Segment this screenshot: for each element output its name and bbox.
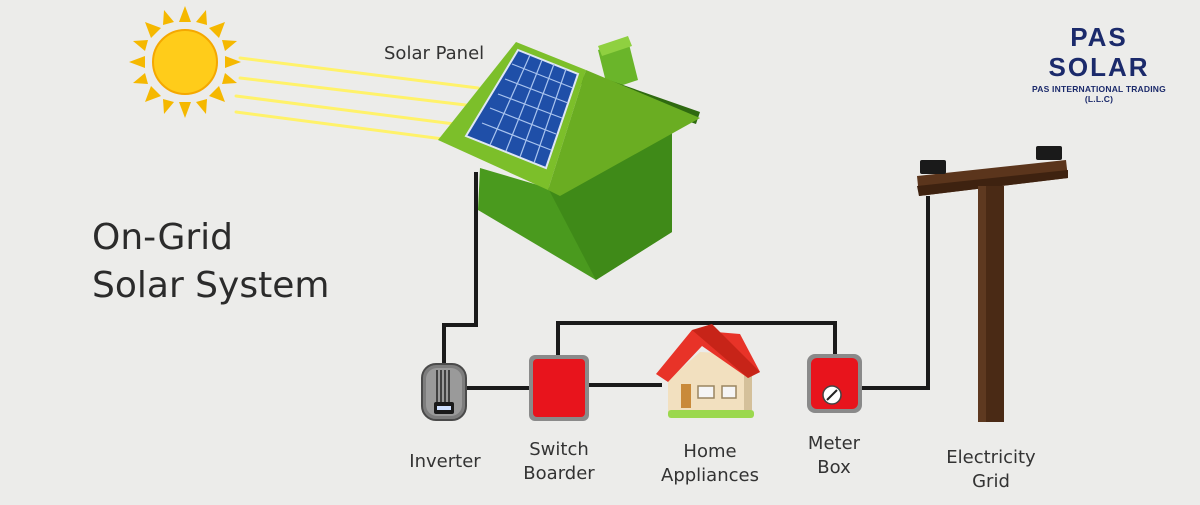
meter-box-icon	[807, 354, 862, 413]
inverter-icon	[421, 363, 467, 421]
electricity-pole-icon	[917, 146, 1068, 422]
wiring	[442, 172, 930, 390]
title-line-2: Solar System	[92, 265, 330, 306]
title-line-1: On-Grid	[92, 217, 234, 258]
solar-house-icon	[438, 36, 700, 280]
switch-board-icon	[529, 355, 589, 421]
diagram-title: On-Grid Solar System	[92, 214, 329, 310]
inverter-label: Inverter	[409, 451, 481, 472]
electricity-grid-label: Electricity Grid	[946, 447, 1036, 492]
solar-panel-label: Solar Panel	[384, 43, 485, 64]
home-appliances-label: Home Appliances	[661, 441, 759, 486]
brand-name: PAS SOLAR	[1048, 22, 1150, 82]
switch-board-label: Switch Boarder	[523, 439, 595, 484]
brand-tagline: PAS INTERNATIONAL TRADING (L.L.C)	[1032, 84, 1166, 104]
home-icon	[656, 324, 760, 418]
sun-icon	[129, 6, 241, 118]
sun-rays	[234, 56, 480, 144]
meter-box-label: Meter Box	[807, 433, 861, 478]
brand-logo: PAS SOLAR PAS INTERNATIONAL TRADING (L.L…	[1018, 22, 1180, 104]
solar-panel-icon	[464, 48, 580, 170]
